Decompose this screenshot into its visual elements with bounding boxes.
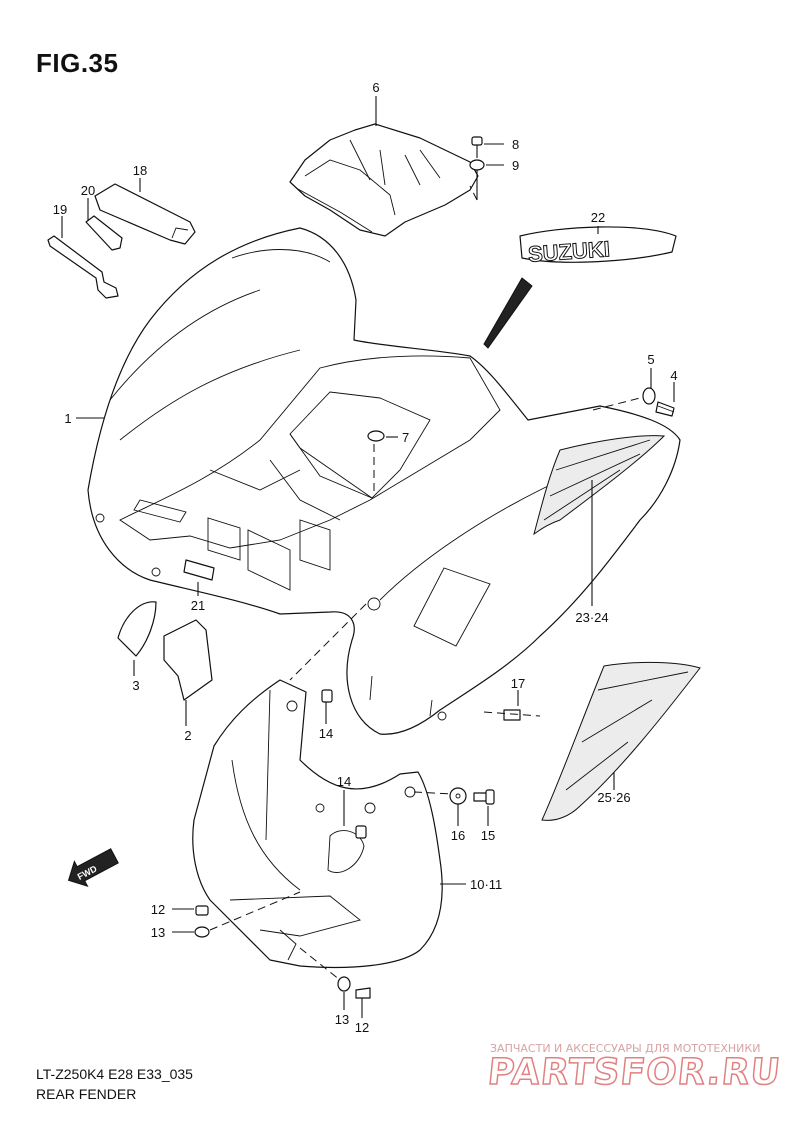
part-12-upper-screw [195,905,209,916]
part-9-grommet [469,159,485,200]
watermark-tagline: ЗАПЧАСТИ И АКСЕССУАРЫ ДЛЯ МОТОТЕХНИКИ [490,1042,761,1055]
callout-3: 3 [132,678,139,693]
part-10-11-lower-fender [192,679,443,969]
part-4-bolt [655,401,675,417]
model-code: LT-Z250K4 E28 E33_035 [36,1066,193,1082]
part-14-lower-screw [355,825,367,839]
part-2-mud-guard [163,619,213,701]
callout-1: 1 [64,411,71,426]
part-16-washer [449,787,467,805]
part-18-tool-bag [94,183,196,245]
callout-12-upper: 12 [151,902,165,917]
part-13-upper-nut [194,926,210,938]
figure-title: FIG.35 [36,48,119,78]
callout-22: 22 [591,210,605,225]
side-panel-recess [413,567,491,647]
callout-6: 6 [372,80,379,95]
callout-7: 7 [402,430,409,445]
assembly-lines [209,185,641,981]
decal-placement-arrow [483,277,533,349]
part-12-lower-screw [355,987,371,999]
callout-9: 9 [512,158,519,173]
part-1-rear-fender [87,227,681,735]
watermark-logo: PARTSFOR.RU [485,1051,784,1094]
callout-labels: 6 8 9 18 20 19 22 5 4 1 7 23·24 21 3 2 1… [53,80,678,1035]
fwd-arrow-icon: FWD [67,848,119,887]
callout-21: 21 [191,598,205,613]
callout-19: 19 [53,202,67,217]
part-22-suzuki-decal: SUZUKI [519,226,677,267]
callout-13-upper: 13 [151,925,165,940]
part-21-pad [183,559,215,581]
part-20-tool-handle [85,215,123,251]
callout-2: 2 [184,728,191,743]
callout-4: 4 [670,368,677,383]
callout-17: 17 [511,676,525,691]
part-6-storage-lid [289,123,479,237]
callout-5: 5 [647,352,654,367]
lower-fender-opening [327,830,365,873]
callout-13-lower: 13 [335,1012,349,1027]
part-3-flap [117,601,157,657]
callout-20: 20 [81,183,95,198]
part-5-washer [642,387,656,405]
callout-16: 16 [451,828,465,843]
callout-10-11: 10·11 [470,877,502,892]
callout-12-lower: 12 [355,1020,369,1035]
callout-18: 18 [133,163,147,178]
part-25-26-lower-stripe [541,661,701,821]
part-17-bolt [503,709,521,721]
suzuki-decal-text: SUZUKI [527,236,610,267]
part-19-wrench [47,235,119,299]
part-7-plug [367,430,385,442]
callout-8: 8 [512,137,519,152]
figure-caption: REAR FENDER [36,1086,137,1102]
callout-14-lower: 14 [337,774,351,789]
part-14-upper-screw [321,689,333,703]
leader-lines [61,96,675,1018]
callout-15: 15 [481,828,495,843]
part-15-bolt [473,789,495,805]
part-13-lower-nut [337,976,351,992]
callout-14-upper: 14 [319,726,333,741]
part-8-bolt [471,136,483,158]
part-23-24-side-stripe [533,435,666,536]
callout-25-26: 25·26 [597,790,630,805]
callout-23-24: 23·24 [575,610,608,625]
